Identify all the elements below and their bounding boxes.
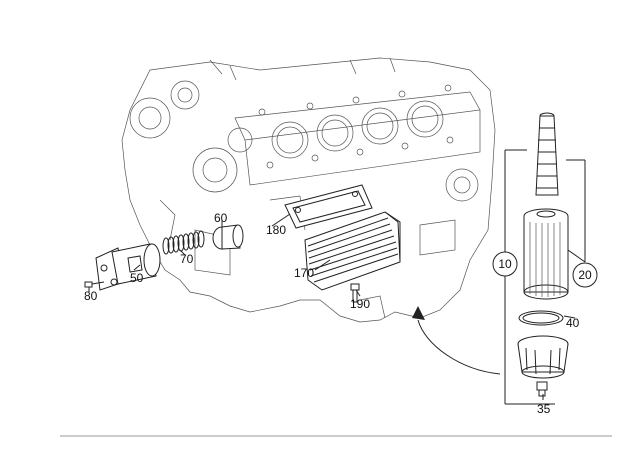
housing-part xyxy=(95,243,161,291)
assembly-arrow xyxy=(412,306,501,375)
engine-block-drawing xyxy=(121,57,496,323)
filter-standpipe-part xyxy=(535,112,559,196)
gasket-part xyxy=(284,184,373,229)
callout-35: 35 xyxy=(537,402,551,416)
filter-cap-part xyxy=(517,335,569,379)
spring-part xyxy=(162,230,205,255)
callout-80: 80 xyxy=(84,289,98,303)
callout-70: 70 xyxy=(180,252,194,266)
filter-element-part xyxy=(523,208,569,300)
oil-cooler-part xyxy=(304,211,401,291)
callout-180: 180 xyxy=(266,223,286,237)
drain-plug-part xyxy=(536,381,548,397)
callout-20: 20 xyxy=(578,268,592,282)
valve-part xyxy=(212,224,244,250)
bolt-part xyxy=(350,283,360,303)
leader-lines xyxy=(88,213,544,400)
callout-bracket xyxy=(504,149,586,405)
callout-10: 10 xyxy=(498,257,512,271)
callout-190: 190 xyxy=(350,297,370,311)
callout-170: 170 xyxy=(294,266,314,280)
callout-labels: 10 20 35 40 50 60 70 80 170 180 190 xyxy=(84,211,598,416)
callout-60: 60 xyxy=(214,211,228,225)
callout-50: 50 xyxy=(130,271,144,285)
callout-40: 40 xyxy=(566,316,580,330)
seal-ring-part xyxy=(518,310,564,326)
